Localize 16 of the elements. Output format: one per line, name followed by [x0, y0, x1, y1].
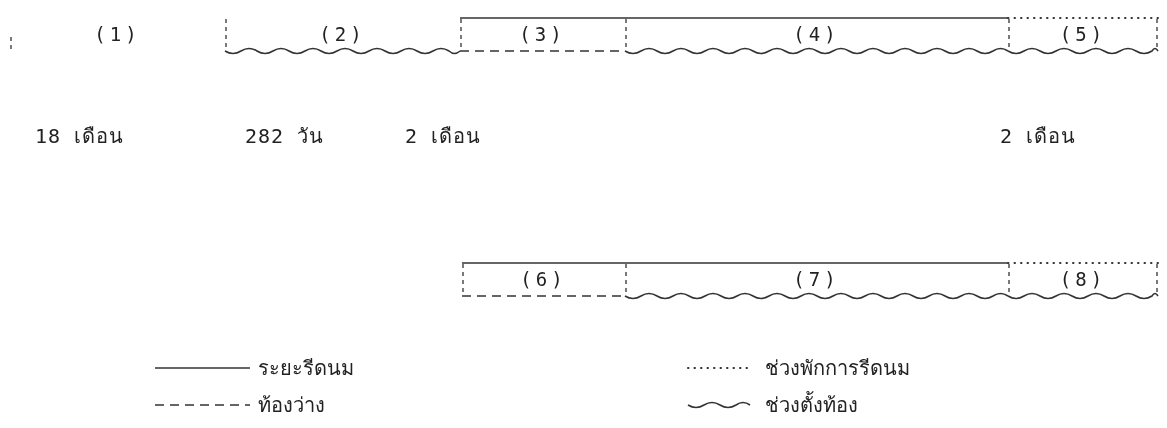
- segment-label: (6): [519, 268, 568, 290]
- segment-label: (4): [792, 23, 841, 45]
- segment-label: (7): [792, 268, 841, 290]
- duration-label: 2 เดือน: [1000, 123, 1077, 150]
- legend-text: ช่วงพักการรีดนม: [765, 355, 910, 382]
- duration-label: 18 เดือน: [35, 123, 125, 150]
- duration-label: 2 เดือน: [405, 123, 482, 150]
- segment-label: (8): [1058, 268, 1108, 290]
- duration-label: 282 วัน: [245, 123, 325, 150]
- segment-label: (2): [318, 23, 367, 45]
- segment-label: (3): [518, 23, 567, 45]
- legend-text: ท้องว่าง: [258, 392, 325, 419]
- segment-label: (5): [1058, 23, 1108, 45]
- legend-text: ระยะรีดนม: [258, 355, 354, 382]
- legend-text: ช่วงตั้งท้อง: [765, 390, 858, 419]
- segment-label: (1): [93, 23, 142, 45]
